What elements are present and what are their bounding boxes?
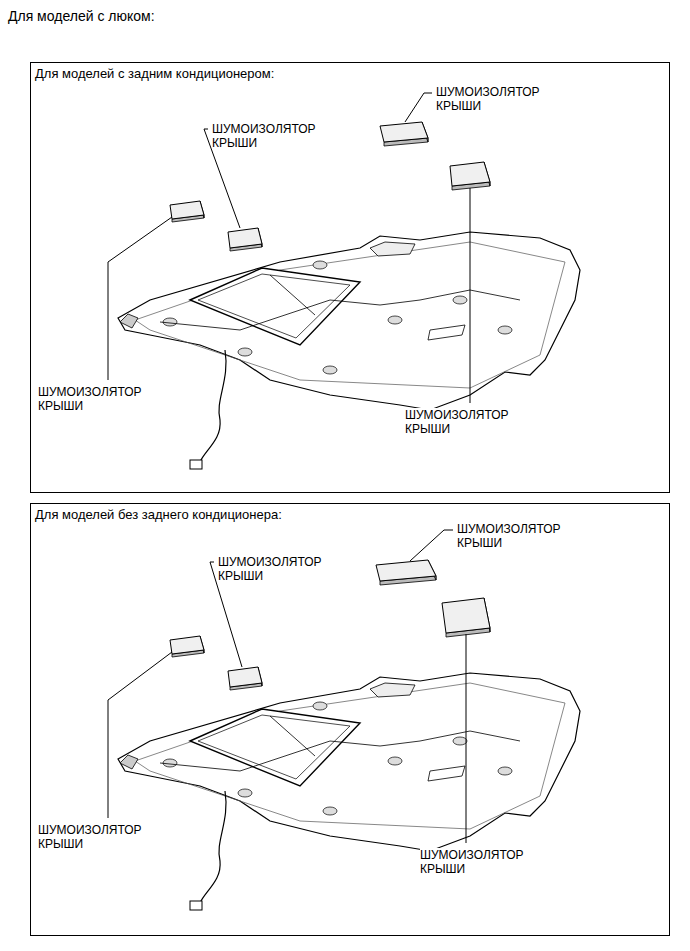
variant-panel: Для моделей без заднего кондиционера:	[30, 503, 670, 936]
insulator-pad	[380, 122, 428, 146]
leader-line	[405, 93, 432, 122]
part-name: ШУМОИЗОЛЯТОР КРЫШИ	[405, 408, 513, 436]
page-title: Для моделей с люком:	[8, 8, 155, 25]
leader-line	[108, 652, 172, 818]
insulator-pad	[450, 162, 490, 190]
leader-line	[108, 217, 172, 380]
insulator-pad	[228, 667, 262, 690]
leader-line	[470, 188, 471, 403]
panel-heading: Для моделей без заднего кондиционера:	[31, 504, 669, 526]
insulator-pad	[170, 201, 204, 222]
roof-headliner	[118, 673, 580, 910]
part-name: ШУМОИЗОЛЯТОР КРЫШИ	[420, 848, 528, 876]
insulator-pad	[442, 598, 490, 637]
roof-headliner	[118, 232, 580, 469]
variant-panel: Для моделей с задним кондиционером:	[30, 62, 670, 493]
insulator-pad	[170, 636, 204, 657]
insulator-pad	[228, 228, 262, 251]
insulator-pad	[376, 560, 436, 585]
leader-line	[410, 530, 453, 561]
part-name: ШУМОИЗОЛЯТОР КРЫШИ	[457, 522, 565, 550]
panel-heading: Для моделей с задним кондиционером:	[31, 63, 669, 85]
part-name: ШУМОИЗОЛЯТОР КРЫШИ	[436, 85, 544, 113]
part-name: ШУМОИЗОЛЯТОР КРЫШИ	[38, 385, 146, 413]
part-name: ШУМОИЗОЛЯТОР КРЫШИ	[212, 122, 320, 150]
part-name: ШУМОИЗОЛЯТОР КРЫШИ	[218, 555, 326, 583]
part-name: ШУМОИЗОЛЯТОР КРЫШИ	[38, 823, 146, 851]
leader-line	[466, 634, 467, 843]
